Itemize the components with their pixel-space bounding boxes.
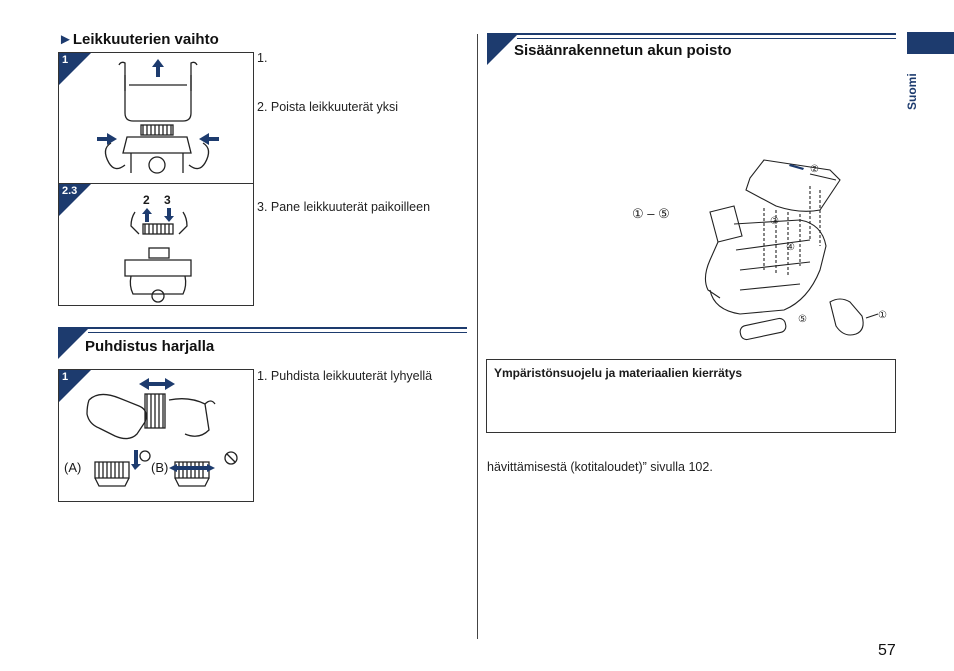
step-label-3: 3 xyxy=(164,193,171,207)
step-2-text: 2. Poista leikkuuterät yksi xyxy=(257,100,399,114)
language-label: Suomi xyxy=(905,73,919,110)
callout-2: ② xyxy=(810,164,819,175)
step-brush-text: 1. Puhdista leikkuuterät lyhyellä xyxy=(257,369,433,383)
battery-removal-diagram: ② ③ ④ ⑤ ① xyxy=(704,159,887,341)
blade-install-illustration xyxy=(124,208,192,303)
arrow-right-icon xyxy=(789,164,804,170)
section-rule xyxy=(58,327,467,329)
section-rule-thin xyxy=(517,38,896,39)
triangle-marker-icon: ► xyxy=(58,31,73,48)
figure-number: 2.3 xyxy=(62,185,78,197)
section-title-blade-replacement: ►Leikkuuterien vaihto xyxy=(58,31,219,48)
arrow-up-icon xyxy=(152,59,164,77)
section-rule-thin xyxy=(88,332,467,333)
callout-3: ③ xyxy=(770,216,779,227)
figure-corner-marker xyxy=(59,53,91,85)
figure-corner-marker xyxy=(59,370,91,402)
arrow-up-icon xyxy=(142,208,152,222)
arrow-up-down-icon xyxy=(131,450,141,470)
figure-remove-frame: 1 xyxy=(58,52,254,185)
figure-number: 1 xyxy=(62,371,69,383)
steps-range-label: ① – ⑤ xyxy=(632,206,670,221)
callout-5: ⑤ xyxy=(798,314,807,325)
step-1-text: 1. xyxy=(257,51,268,65)
step-label-2: 2 xyxy=(143,193,150,207)
language-tab xyxy=(907,32,954,54)
page-number: 57 xyxy=(878,642,896,659)
section-rule xyxy=(487,33,896,35)
figure-corner-marker xyxy=(59,184,91,216)
figure-install-blades: 2.3 2 3 xyxy=(58,183,254,306)
section-title-brush-cleaning: Puhdistus harjalla xyxy=(85,338,215,355)
column-divider xyxy=(477,34,478,639)
section-title-battery-removal: Sisäänrakennetun akun poisto xyxy=(514,42,732,59)
callout-4: ④ xyxy=(786,242,795,253)
label-b: (B) xyxy=(151,460,169,475)
environment-notice-box: Ympäristönsuojelu ja materiaalien kierrä… xyxy=(486,359,896,433)
callout-1: ① xyxy=(878,310,887,321)
arrow-left-icon xyxy=(199,133,219,145)
environment-notice-title: Ympäristönsuojelu ja materiaalien kierrä… xyxy=(494,366,743,380)
figure-brush-cleaning: 1 (A) (B) xyxy=(58,369,254,502)
figure-number: 1 xyxy=(62,54,69,66)
step-3-text: 3. Pane leikkuuterät paikoilleen xyxy=(257,200,431,214)
brush-illustration xyxy=(86,378,238,487)
shaver-head-illustration xyxy=(97,59,219,174)
arrow-down-icon xyxy=(164,208,174,222)
section-title-text: Leikkuuterien vaihto xyxy=(72,31,219,48)
section-corner-marker xyxy=(487,35,517,65)
arrow-left-right-icon xyxy=(169,464,215,472)
arrow-right-icon xyxy=(97,133,117,145)
arrow-left-right-icon xyxy=(139,378,175,390)
disposal-reference-text: hävittämisestä (kotitaloudet)” sivulla 1… xyxy=(487,460,713,474)
section-corner-marker xyxy=(58,329,88,359)
label-a: (A) xyxy=(64,460,82,475)
